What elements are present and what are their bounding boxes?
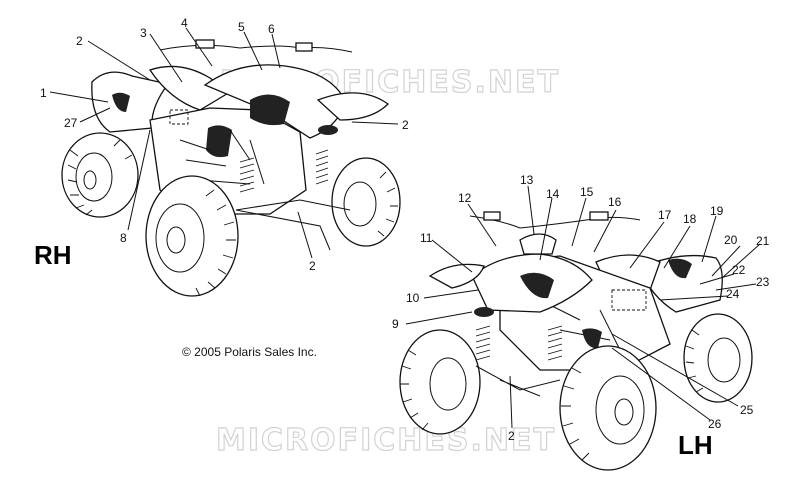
callout-3: 3 (140, 26, 147, 40)
callout-20: 20 (724, 233, 738, 247)
callout-25: 25 (740, 403, 754, 417)
rh-atv-illustration (61, 39, 401, 297)
lh-callouts: 13 12 14 15 16 17 18 19 20 21 11 22 23 2… (392, 173, 770, 443)
callout-26: 26 (708, 417, 722, 431)
copyright-notice: © 2005 Polaris Sales Inc. (182, 345, 317, 359)
callout-4: 4 (181, 16, 188, 30)
callout-2: 2 (508, 429, 515, 443)
callout-8: 8 (120, 231, 127, 245)
callout-23: 23 (756, 275, 770, 289)
rh-decal-outline (169, 109, 189, 125)
callout-9: 9 (392, 317, 399, 331)
rh-leader-lines (49, 27, 399, 259)
lh-decal-outline (611, 289, 647, 311)
callout-10: 10 (406, 291, 420, 305)
callout-24: 24 (726, 287, 740, 301)
callout-13: 13 (520, 173, 534, 187)
callout-15: 15 (580, 185, 594, 199)
callout-16: 16 (608, 195, 622, 209)
callout-2: 2 (309, 259, 316, 273)
callout-19: 19 (710, 204, 724, 218)
callout-12: 12 (458, 191, 472, 205)
lh-atv-illustration (399, 211, 753, 471)
callout-5: 5 (238, 20, 245, 34)
lh-leader-lines (405, 185, 761, 429)
lh-label: LH (678, 430, 713, 460)
callout-6: 6 (268, 22, 275, 36)
callout-21: 21 (756, 234, 770, 248)
callout-11: 11 (420, 231, 433, 245)
rh-callouts: 1 2 3 4 5 6 2 27 8 2 (40, 16, 409, 273)
callout-27: 27 (64, 116, 78, 130)
callout-2: 2 (76, 34, 83, 48)
callout-18: 18 (683, 212, 697, 226)
watermark-bottom: MICROFICHES.NET (216, 423, 556, 458)
callout-2: 2 (402, 118, 409, 132)
callout-1: 1 (40, 86, 47, 100)
callout-14: 14 (546, 187, 560, 201)
rh-label: RH (34, 240, 72, 270)
callout-17: 17 (658, 208, 672, 222)
callout-22: 22 (732, 263, 746, 277)
